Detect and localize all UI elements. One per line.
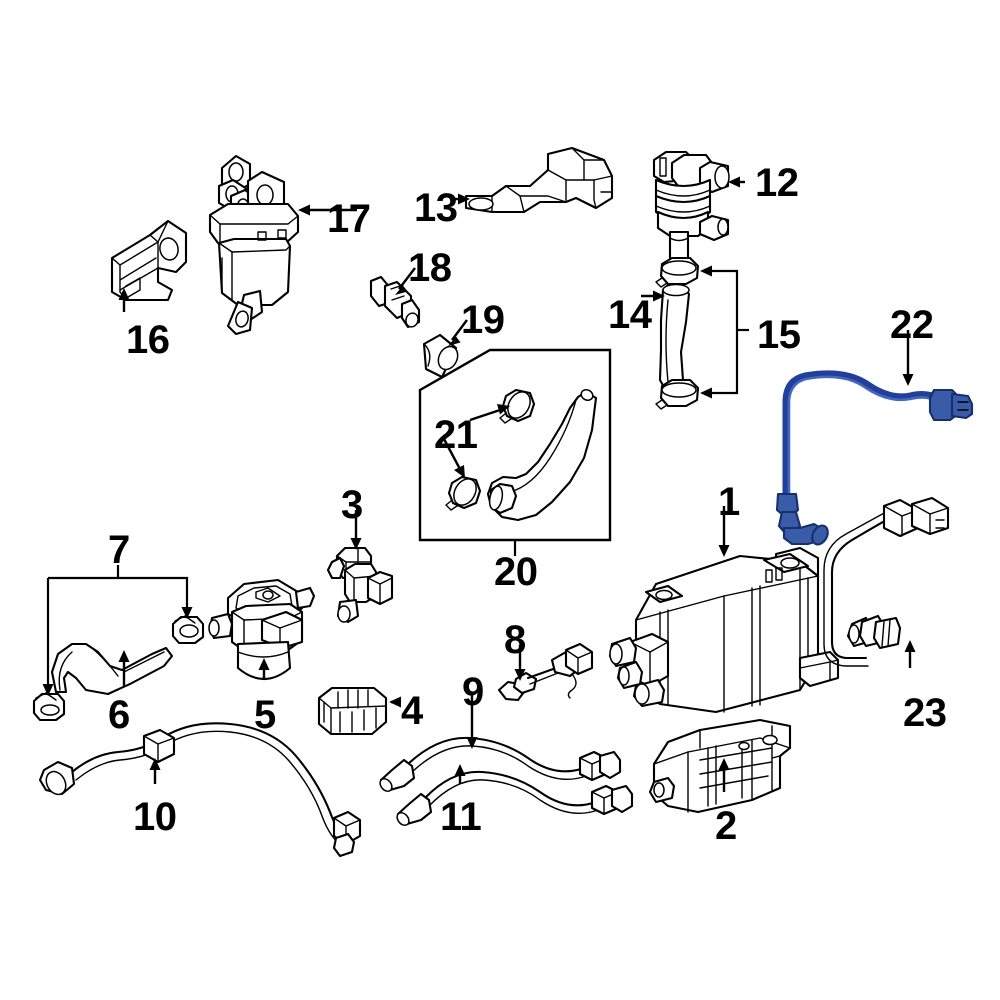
callout-7-arrowhead-left [42, 684, 54, 696]
callout-label-6[interactable]: 6 [108, 693, 130, 737]
callout-label-17[interactable]: 17 [327, 197, 371, 241]
callout-10-arrowhead [149, 758, 161, 770]
callout-label-14[interactable]: 14 [608, 293, 652, 337]
callout-label-5[interactable]: 5 [254, 693, 276, 737]
callout-21-leader-upper [469, 407, 504, 422]
callout-17-arrowhead [298, 204, 310, 216]
callout-label-9[interactable]: 9 [462, 670, 484, 714]
callout-19-arrowhead [448, 336, 461, 346]
callout-label-2[interactable]: 2 [715, 804, 737, 848]
callout-label-8[interactable]: 8 [504, 618, 526, 662]
part-20-inset-box [418, 348, 612, 542]
callout-11-arrowhead [454, 764, 466, 776]
callout-label-4[interactable]: 4 [401, 689, 423, 733]
callout-4-arrowhead [389, 696, 401, 708]
part-15-hose-clamp-lower [655, 378, 700, 410]
part-3-purge-solenoid [326, 546, 394, 624]
callout-label-20[interactable]: 20 [494, 550, 538, 594]
part-11-fuel-return-tube [396, 770, 634, 827]
callout-label-13[interactable]: 13 [414, 186, 458, 230]
callout-1-arrowhead [718, 545, 730, 557]
callout-13-arrowhead [458, 193, 470, 205]
callout-18-leader [398, 267, 416, 290]
part-15-hose-clamp-upper [655, 256, 700, 288]
callout-label-1[interactable]: 1 [718, 480, 740, 524]
part-23-oxygen-sensor-downstream [823, 496, 950, 667]
part-12-evap-leak-detection-pump [652, 150, 730, 270]
callout-16-arrowhead [118, 288, 130, 300]
callout-21-arrowhead-upper [497, 404, 510, 415]
callout-label-21[interactable]: 21 [434, 413, 478, 457]
callout-7-arrowhead-right [181, 607, 193, 619]
callout-label-10[interactable]: 10 [133, 795, 177, 839]
callout-22-arrowhead [902, 374, 914, 386]
part-2-canister-protector [648, 718, 792, 814]
callout-label-18[interactable]: 18 [408, 246, 452, 290]
part-9-fuel-feed-tube [379, 736, 622, 793]
part-10-fuel-vapor-tube [38, 722, 362, 858]
callout-21-arrowhead-lower [454, 465, 465, 478]
callout-18-arrowhead [395, 285, 408, 295]
part-14-evap-hose [658, 283, 691, 391]
part-1-vapor-canister [608, 546, 840, 714]
part-21-hose-clamp-upper [499, 388, 536, 424]
callout-label-15[interactable]: 15 [757, 313, 801, 357]
callout-21-leader-lower [442, 438, 463, 472]
callout-7-bracket-right [48, 576, 189, 612]
callout-label-7[interactable]: 7 [108, 528, 130, 572]
callout-label-19[interactable]: 19 [461, 298, 505, 342]
callout-15-bracket-upper [707, 269, 739, 330]
part-7-hose-clamp-right [171, 615, 205, 645]
part-20-evap-hose-assembly [486, 389, 598, 522]
callout-2-arrowhead [718, 758, 730, 770]
callout-label-11[interactable]: 11 [440, 795, 482, 839]
callout-5-arrowhead [258, 658, 270, 670]
part-13-canister-bracket [464, 146, 614, 214]
part-7-hose-clamp-left [32, 692, 66, 722]
part-17-evap-purge-control-valve [208, 154, 300, 336]
callout-label-16[interactable]: 16 [126, 318, 170, 362]
callout-label-3[interactable]: 3 [341, 483, 363, 527]
callout-6-arrowhead [118, 650, 130, 662]
callout-15-arrowhead-upper [700, 265, 712, 277]
part-4-retainer-clip [317, 686, 388, 736]
callout-3-arrowhead [350, 538, 362, 550]
callout-9-arrowhead [466, 737, 478, 749]
callout-15-bracket-lower [707, 330, 739, 395]
callout-23-arrowhead [904, 640, 916, 652]
callout-label-12[interactable]: 12 [755, 161, 799, 205]
callout-label-23[interactable]: 23 [903, 691, 947, 735]
callout-8-arrowhead [514, 669, 526, 681]
callout-12-arrowhead [728, 176, 740, 188]
callout-label-22[interactable]: 22 [890, 303, 934, 347]
callout-15-arrowhead-lower [700, 387, 712, 399]
callout-14-arrowhead [653, 290, 665, 302]
part-21-hose-clamp-lower [445, 475, 482, 511]
part-22-oxygen-sensor-upstream [775, 370, 974, 546]
part-19-vapor-hose-cap [422, 333, 459, 379]
part-6-vapor-hose [50, 642, 174, 696]
part-16-mounting-bracket [110, 219, 188, 302]
callout-19-leader [451, 319, 468, 341]
